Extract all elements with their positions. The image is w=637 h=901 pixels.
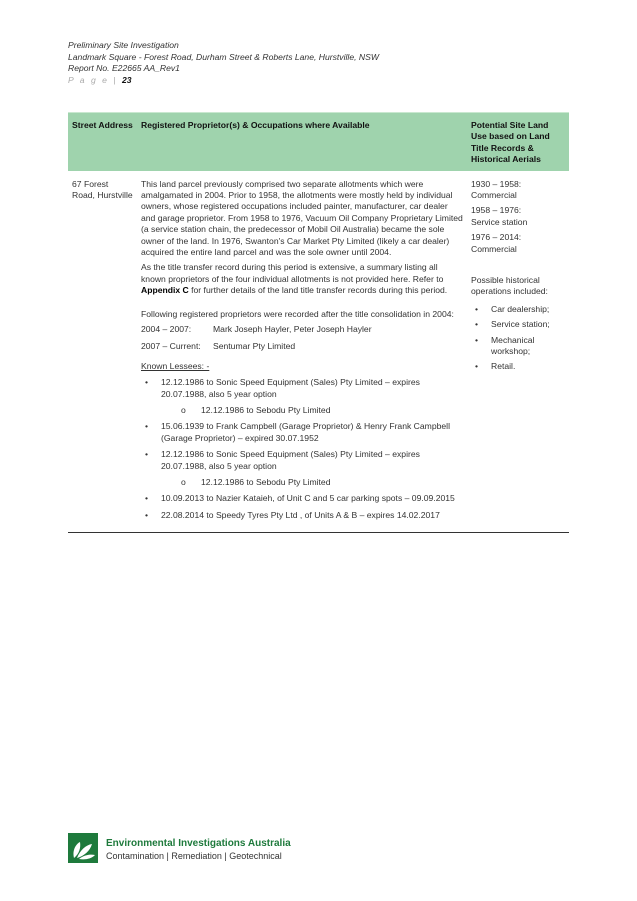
appendix-ref: Appendix C	[141, 285, 189, 296]
project-name: Landmark Square - Forest Road, Durham St…	[68, 51, 379, 62]
list-item: 10.09.2013 to Nazier Kataieh, of Unit C …	[141, 493, 464, 505]
list-item: 12.12.1986 to Sonic Speed Equipment (Sal…	[141, 377, 464, 400]
list-item: Retail.	[471, 361, 565, 373]
report-title: Preliminary Site Investigation	[68, 40, 179, 50]
operations-list: Car dealership; Service station; Mechani…	[471, 304, 565, 373]
list-item: 12.12.1986 to Sonic Speed Equipment (Sal…	[141, 449, 464, 472]
appendix-paragraph: As the title transfer record during this…	[141, 262, 448, 296]
col-street-address: Street Address	[68, 112, 137, 171]
company-name: Environmental Investigations Australia	[106, 838, 291, 849]
list-item: 22.08.2014 to Speedy Tyres Pty Ltd , of …	[141, 510, 464, 522]
report-number: Report No. E22665 AA_Rev1	[68, 63, 180, 73]
col-land-use: Potential Site Land Use based on Land Ti…	[468, 112, 569, 171]
list-item: 12.12.1986 to Sebodu Pty Limited	[141, 405, 464, 417]
owner-row: 2007 – Current:Sentumar Pty Limited	[141, 341, 296, 352]
lessees-list: 12.12.1986 to Sonic Speed Equipment (Sal…	[141, 377, 464, 521]
company-logo-icon	[68, 833, 98, 863]
lessees-title: Known Lessees: -	[141, 360, 210, 371]
list-item: Car dealership;	[471, 304, 565, 316]
page-header: Preliminary Site Investigation Landmark …	[68, 40, 379, 86]
company-tagline: Contamination | Remediation | Geotechnic…	[106, 851, 282, 861]
page-indicator: P a g e | 23	[68, 74, 132, 85]
proprietors-cell: This land parcel previously comprised tw…	[137, 171, 468, 533]
list-item: 15.06.1939 to Frank Campbell (Garage Pro…	[141, 421, 464, 444]
list-item: 12.12.1986 to Sebodu Pty Limited	[141, 477, 464, 489]
col-proprietors: Registered Proprietor(s) & Occupations w…	[137, 112, 468, 171]
page-number: 23	[121, 74, 132, 85]
land-title-table: Street Address Registered Proprietor(s) …	[68, 112, 569, 533]
list-item: Service station;	[471, 319, 565, 331]
address-cell: 67 Forest Road, Hurstville	[72, 178, 133, 200]
table-row: 67 Forest Road, Hurstville This land par…	[68, 171, 569, 533]
land-use-cell: 1930 – 1958:Commercial 1958 – 1976:Servi…	[468, 171, 569, 533]
owner-row: 2004 – 2007:Mark Joseph Hayler, Peter Jo…	[141, 323, 372, 334]
list-item: Mechanical workshop;	[471, 335, 565, 358]
